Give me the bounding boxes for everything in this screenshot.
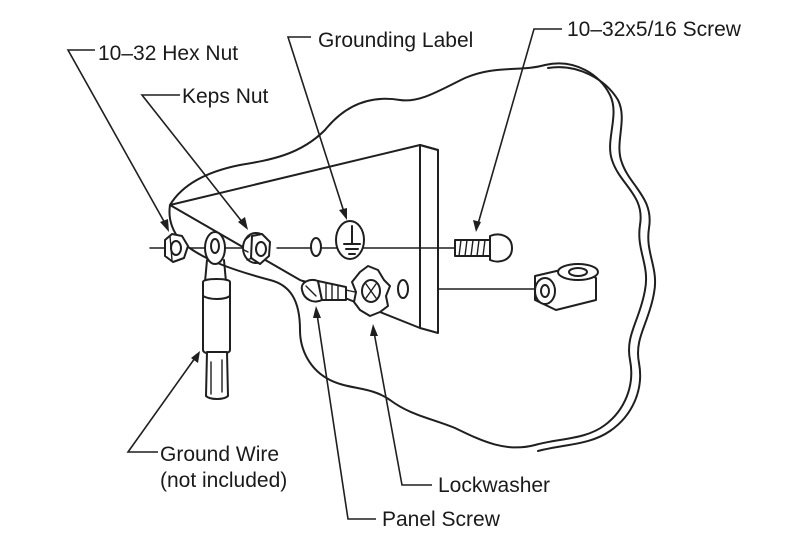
grounding-symbol-icon (335, 220, 365, 260)
label-ground-wire-note: (not included) (160, 469, 288, 492)
bracket-hole-lower (397, 279, 409, 299)
label-keps-nut: Keps Nut (182, 85, 269, 108)
panel-screw-icon (300, 279, 347, 303)
ring-terminal-icon (202, 231, 231, 400)
lockwasher-icon (351, 265, 391, 317)
leader-screw (473, 28, 562, 232)
label-panel-screw: Panel Screw (382, 508, 500, 531)
bracket-hole-upper (310, 237, 322, 257)
leader-keps-nut (140, 94, 248, 230)
label-lockwasher: Lockwasher (438, 474, 551, 497)
label-ground-wire: Ground Wire (160, 443, 280, 466)
standoff-icon (534, 263, 599, 311)
keps-nut-icon (242, 232, 271, 265)
machine-screw-icon (454, 233, 513, 263)
leader-panel-screw (313, 306, 376, 520)
leader-lockwasher (370, 324, 432, 486)
label-screw: 10–32x5/16 Screw (567, 18, 741, 41)
back-panel-edge (537, 66, 657, 452)
hex-nut-icon (164, 233, 189, 263)
label-grounding-label: Grounding Label (318, 29, 474, 52)
label-hex-nut: 10–32 Hex Nut (98, 42, 239, 65)
leader-ground-wire (126, 351, 200, 453)
leader-hex-nut (66, 49, 169, 232)
leader-grounding-label (286, 36, 347, 220)
